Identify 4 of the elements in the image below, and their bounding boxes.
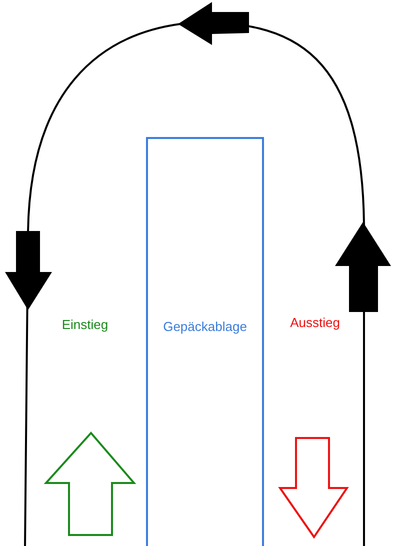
- luggage-rack-outline: [146, 137, 264, 546]
- area-label: Ausstieg: [290, 315, 340, 330]
- area-label: Einstieg: [62, 317, 108, 332]
- area-label: Gepäckablage: [163, 319, 247, 334]
